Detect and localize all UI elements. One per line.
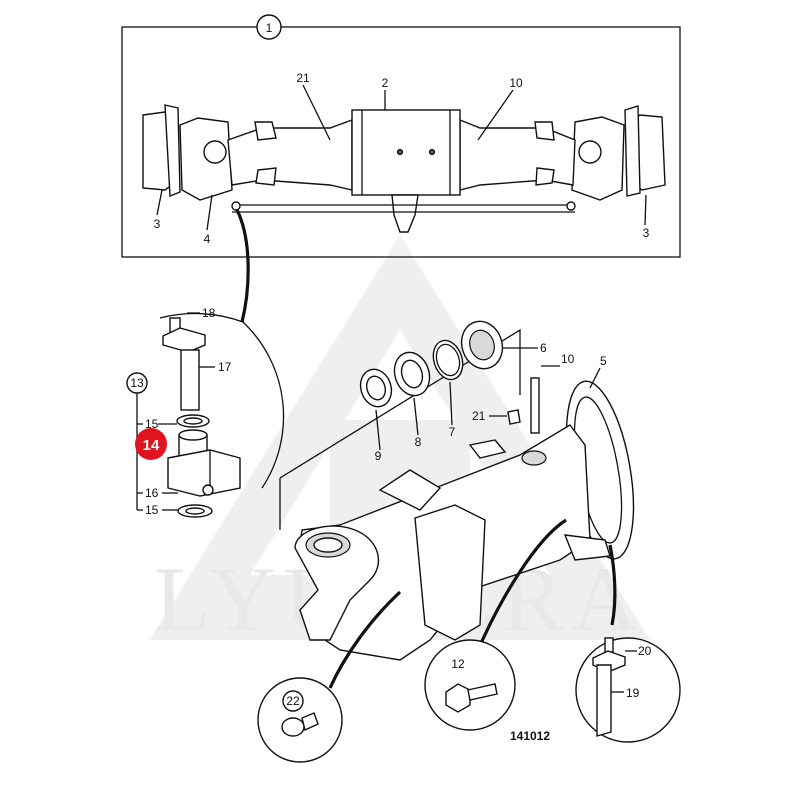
callout-8: 8 bbox=[415, 435, 422, 449]
callout-19: 19 bbox=[626, 686, 640, 700]
leader-22 bbox=[328, 590, 402, 689]
right-lower-pad bbox=[535, 167, 555, 186]
left-swivel-cap bbox=[203, 140, 227, 164]
callout-6: 6 bbox=[540, 341, 547, 355]
upper-bracket bbox=[378, 469, 442, 511]
callout-14: 14 bbox=[143, 437, 160, 454]
pinion-yoke bbox=[391, 194, 419, 233]
callout-21: 21 bbox=[472, 409, 486, 423]
highlight-marker bbox=[135, 428, 167, 460]
assembly-frame bbox=[121, 26, 681, 258]
axle-assembly-view: 1 21 2 1 bbox=[121, 14, 681, 258]
callout-7: 7 bbox=[449, 425, 456, 439]
kingpin bbox=[180, 349, 200, 411]
callout-1: 1 bbox=[266, 21, 273, 35]
callout-22: 22 bbox=[286, 694, 300, 708]
callout-17: 17 bbox=[218, 360, 232, 374]
bolt-shank bbox=[467, 683, 498, 701]
callout-1-circle bbox=[256, 14, 282, 40]
callout-3-right: 3 bbox=[643, 226, 650, 240]
callout-10: 10 bbox=[561, 352, 575, 366]
callout-13: 13 bbox=[130, 376, 144, 390]
detail-22: 22 bbox=[257, 677, 343, 763]
left-lower-pad bbox=[255, 167, 277, 186]
lower-lug bbox=[563, 534, 611, 561]
right-hub-flange bbox=[624, 105, 641, 197]
leader-19 bbox=[608, 544, 617, 626]
detail-leader bbox=[235, 209, 250, 323]
callout-10-top: 10 bbox=[509, 76, 523, 90]
callout-16: 16 bbox=[145, 486, 159, 500]
differential-housing bbox=[351, 109, 461, 196]
left-upper-pad bbox=[254, 121, 277, 141]
pin-19 bbox=[596, 664, 612, 737]
cap-plate bbox=[162, 327, 206, 353]
right-swivel-cap bbox=[578, 140, 602, 164]
grease-nipple bbox=[507, 409, 521, 425]
axle-beam-detail: 9 8 7 6 10 21 5 bbox=[279, 320, 635, 661]
callout-12: 12 bbox=[451, 657, 465, 671]
left-axle-beam bbox=[227, 119, 353, 191]
kingpin-detail: 18 17 13 15 16 15 14 bbox=[126, 306, 285, 518]
callout-4: 4 bbox=[204, 232, 211, 246]
callout-5: 5 bbox=[600, 354, 607, 368]
spring-seat bbox=[414, 504, 486, 641]
callout-2: 2 bbox=[382, 76, 389, 90]
leader-12 bbox=[476, 518, 567, 651]
callout-15-upper: 15 bbox=[145, 417, 159, 431]
callout-20: 20 bbox=[638, 644, 652, 658]
detail-19-20: 20 19 bbox=[575, 637, 681, 743]
left-hub-flange bbox=[164, 104, 181, 198]
detail-12: 12 bbox=[424, 639, 516, 731]
callout-3-left: 3 bbox=[154, 217, 161, 231]
callout-18: 18 bbox=[202, 306, 216, 320]
right-upper-pad bbox=[534, 121, 555, 141]
callout-9: 9 bbox=[375, 449, 382, 463]
plug-head bbox=[281, 717, 305, 737]
bolt-head bbox=[445, 683, 471, 713]
callout-15-lower: 15 bbox=[145, 503, 159, 517]
right-axle-beam bbox=[459, 118, 576, 191]
callout-21-top: 21 bbox=[296, 71, 310, 85]
drawing-code: 141012 bbox=[510, 729, 550, 743]
pin-10 bbox=[530, 377, 540, 434]
